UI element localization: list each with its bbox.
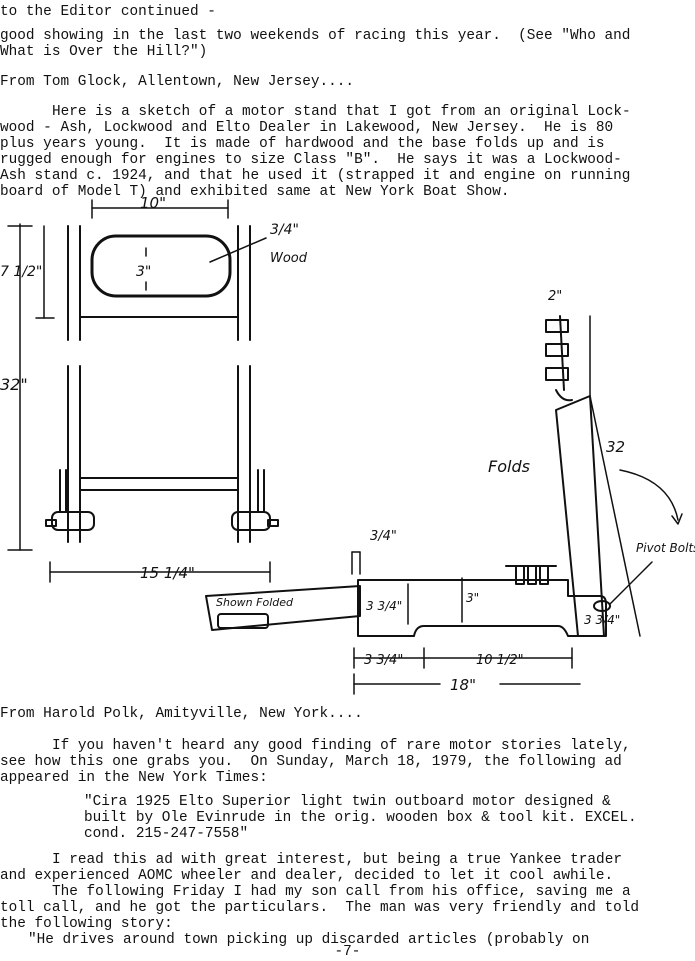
label-seg-mid: 10 1/2": [476, 653, 524, 668]
para2-line3: plus years young. It is made of hardwood…: [0, 136, 605, 152]
para2-line4: rugged enough for engines to size Class …: [0, 152, 622, 168]
label-folds: Folds: [488, 457, 530, 476]
para5-line1: The following Friday I had my son call f…: [52, 884, 631, 900]
para5-line3: the following story:: [0, 916, 173, 932]
letter-from-tom-glock: From Tom Glock, Allentown, New Jersey...…: [0, 74, 355, 90]
label-wood-thickness: 3/4": [270, 222, 299, 238]
motor-stand-drawing: 10" 3" 3/4" Wood 7 1/2" 32" 15 1/4" 2" F…: [0, 194, 695, 695]
page-number: -7-: [334, 944, 361, 960]
label-shown-folded: Shown Folded: [216, 596, 294, 609]
continued-header: to the Editor continued -: [0, 4, 216, 20]
para2-line5: Ash stand c. 1924, and that he used it (…: [0, 168, 631, 184]
label-base-thickness: 3/4": [370, 529, 397, 544]
label-upper-height: 7 1/2": [0, 264, 42, 280]
ad-line3: cond. 215-247-7558": [84, 826, 249, 842]
label-base-width: 15 1/4": [140, 564, 195, 582]
quote-start: "He drives around town picking up discar…: [28, 932, 590, 948]
ad-line2: built by Ole Evinrude in the orig. woode…: [84, 810, 637, 826]
para5-line2: toll call, and he got the particulars. T…: [0, 900, 640, 916]
para1-line2: What is Over the Hill?"): [0, 44, 208, 60]
para4-line1: I read this ad with great interest, but …: [52, 852, 622, 868]
label-wood: Wood: [270, 251, 308, 266]
para2-line1: Here is a sketch of a motor stand that I…: [52, 104, 631, 120]
label-seg-left: 3 3/4": [364, 653, 403, 668]
para4-line2: and experienced AOMC wheeler and dealer,…: [0, 868, 614, 884]
para3-line1: If you haven't heard any good finding of…: [52, 738, 631, 754]
label-top-width: 10": [140, 194, 166, 212]
label-overall-length: 18": [450, 676, 476, 694]
label-slot-height: 3": [136, 264, 151, 280]
label-end-width: 3 3/4": [584, 613, 620, 627]
label-post-length: 32: [606, 438, 625, 456]
para3-line2: see how this one grabs you. On Sunday, M…: [0, 754, 622, 770]
label-base-depth-1: 3 3/4": [366, 599, 402, 613]
para2-line2: wood - Ash, Lockwood and Elto Dealer in …: [0, 120, 614, 136]
ad-line1: "Cira 1925 Elto Superior light twin outb…: [84, 794, 611, 810]
label-post-width: 2": [548, 289, 562, 304]
label-base-depth-2: 3": [466, 591, 479, 605]
para2-line6: board of Model T) and exhibited same at …: [0, 184, 510, 200]
label-pivot-bolts: Pivot Bolts: [636, 541, 695, 555]
para3-line3: appeared in the New York Times:: [0, 770, 268, 786]
label-total-height: 32": [0, 375, 28, 394]
letter-from-harold-polk: From Harold Polk, Amityville, New York..…: [0, 706, 363, 722]
motor-stand-sketch: 10" 3" 3/4" Wood 7 1/2" 32" 15 1/4" 2" F…: [0, 190, 695, 710]
para1-line1: good showing in the last two weekends of…: [0, 28, 631, 44]
